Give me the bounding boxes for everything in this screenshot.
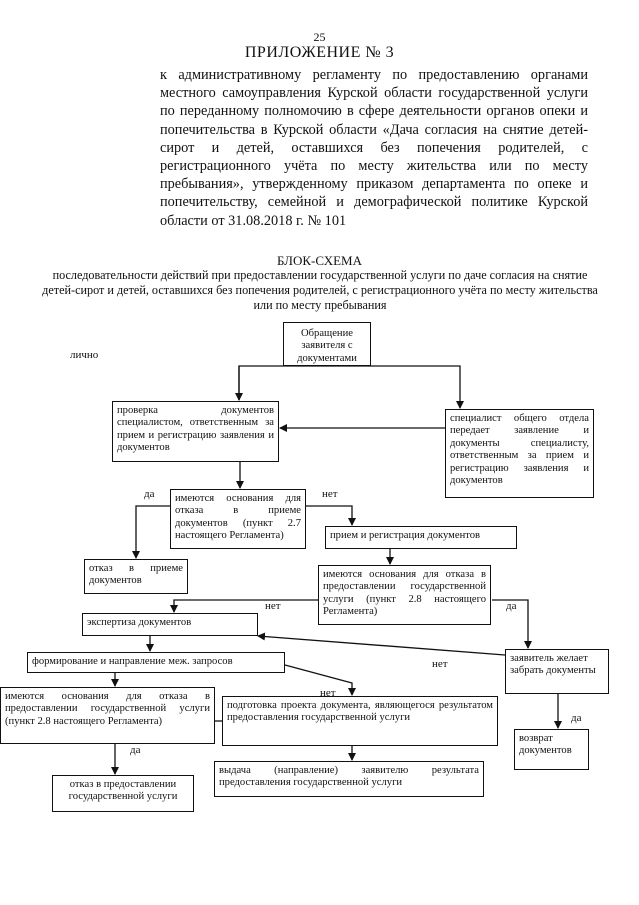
label-yes-1: да bbox=[144, 488, 155, 500]
label-yes-2: да bbox=[506, 600, 517, 612]
connector-no-expertise bbox=[170, 599, 318, 613]
node-general-dept: специалист общего отдела передает заявле… bbox=[445, 409, 594, 498]
label-yes-3: да bbox=[571, 712, 582, 724]
connector-requests-draft bbox=[284, 664, 356, 696]
label-no-2: нет bbox=[265, 600, 281, 612]
node-check: проверка документов специалистом, ответс… bbox=[112, 401, 279, 462]
label-no-1: нет bbox=[322, 488, 338, 500]
label-in-person: лично bbox=[70, 349, 99, 361]
node-refusal-service: отказ в предоставлении государственной у… bbox=[52, 775, 194, 812]
node-request: Обращение заявителя с документами bbox=[283, 322, 371, 366]
node-expertise: экспертиза документов bbox=[82, 613, 258, 636]
connector-applicant-expertise bbox=[257, 632, 506, 656]
connector-yes-refusal bbox=[132, 505, 170, 559]
node-refusal-intake: отказ в приеме документов bbox=[84, 559, 188, 594]
node-grounds-refusal-intake: имеются основания для отказа в приеме до… bbox=[170, 489, 306, 549]
page-number: 25 bbox=[313, 30, 326, 44]
connector-no-reception bbox=[306, 505, 356, 526]
appendix-text: к административному регламенту по предос… bbox=[160, 67, 588, 229]
node-grounds-refusal-service: имеются основания для отказа в предостав… bbox=[318, 565, 491, 625]
label-no-3: нет bbox=[432, 658, 448, 670]
connector-yes-applicant bbox=[492, 599, 532, 649]
node-reception: прием и регистрация документов bbox=[325, 526, 517, 549]
node-requests: формирование и направление меж. запросов bbox=[27, 652, 285, 673]
flowchart-title: БЛОК-СХЕМА bbox=[277, 253, 362, 268]
label-yes-4: да bbox=[130, 744, 141, 756]
appendix-title: ПРИЛОЖЕНИЕ № 3 bbox=[244, 44, 395, 61]
node-draft: подготовка проекта документа, являющегос… bbox=[222, 696, 498, 746]
node-return-docs: возврат документов bbox=[514, 729, 589, 770]
node-grounds-refusal-service-2: имеются основания для отказа в предостав… bbox=[0, 687, 215, 744]
node-issue: выдача (направление) заявителю результат… bbox=[214, 761, 484, 797]
node-applicant-withdraw: заявитель желает забрать документы bbox=[505, 649, 609, 694]
flowchart-subtitle: последовательности действий при предоста… bbox=[42, 268, 598, 312]
